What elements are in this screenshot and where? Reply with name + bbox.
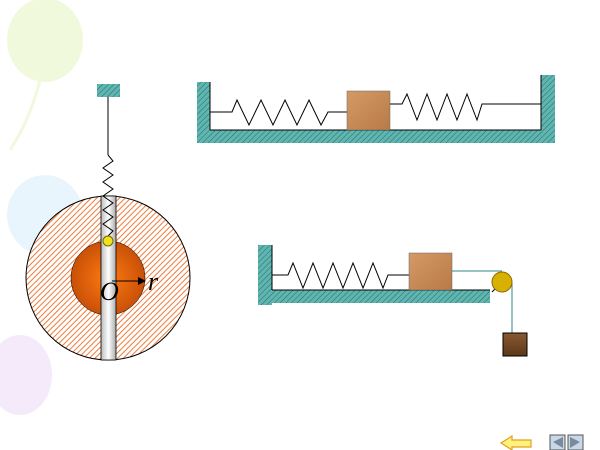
right-spring [390,92,541,122]
block [408,252,453,291]
spring [102,154,114,237]
triangle-left-icon[interactable] [553,437,563,448]
spring-pulley-system [258,245,528,357]
spring [272,261,409,290]
arrow-left-icon[interactable] [499,434,532,450]
block [346,90,391,131]
left-spring [210,98,347,127]
radius-label: r [148,267,159,296]
sphere-tunnel-system: O r [25,84,191,361]
radius-arrow-icon [138,277,146,285]
back-button[interactable] [499,434,532,450]
triangle-right-icon[interactable] [570,437,580,448]
next-slide-button[interactable] [567,434,584,450]
ball [102,235,114,247]
prev-slide-button[interactable] [549,434,566,450]
hanging-block [502,332,528,357]
center-label: O [100,277,119,306]
pulley [491,271,513,293]
two-spring-system [197,75,555,143]
